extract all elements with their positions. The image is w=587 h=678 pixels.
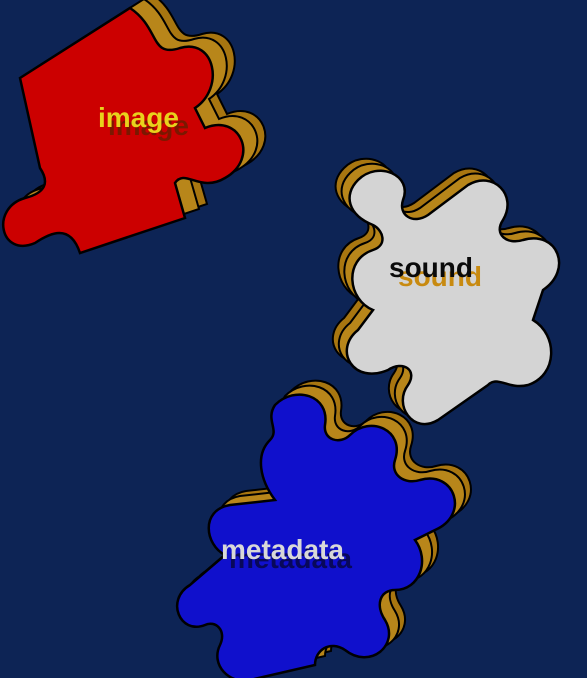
metadata-label: metadata (221, 534, 344, 565)
image-label-shadow: image (108, 110, 189, 141)
metadata-label-shadow: metadata (229, 543, 352, 574)
image-label: image (98, 102, 179, 133)
sound-label: sound (389, 252, 473, 283)
sound-label-shadow: sound (398, 261, 482, 292)
